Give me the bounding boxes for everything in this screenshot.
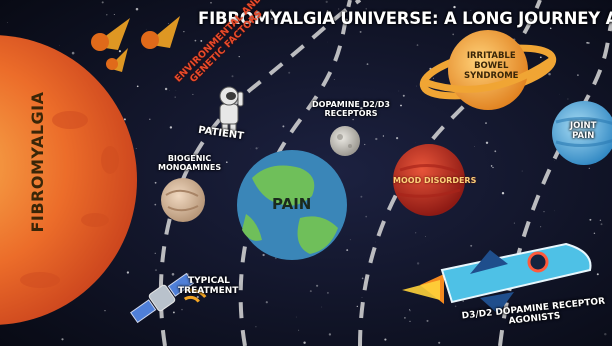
joint-pain-label: JOINT PAIN: [570, 122, 596, 142]
receptor-moon: [330, 126, 360, 156]
biogenic-planet: [161, 178, 205, 222]
dopamine-receptors-label: DOPAMINE D2/D3 RECEPTORS: [312, 100, 390, 118]
biogenic-monoamines-label: BIOGENIC MONOAMINES: [158, 154, 221, 172]
mood-disorders-label: MOOD DISORDERS: [393, 176, 476, 185]
typical-treatment-label: TYPICAL TREATMENT: [178, 276, 238, 297]
ibs-label: IRRITABLE BOWEL SYNDROME: [464, 52, 518, 81]
pain-label: PAIN: [272, 196, 311, 213]
